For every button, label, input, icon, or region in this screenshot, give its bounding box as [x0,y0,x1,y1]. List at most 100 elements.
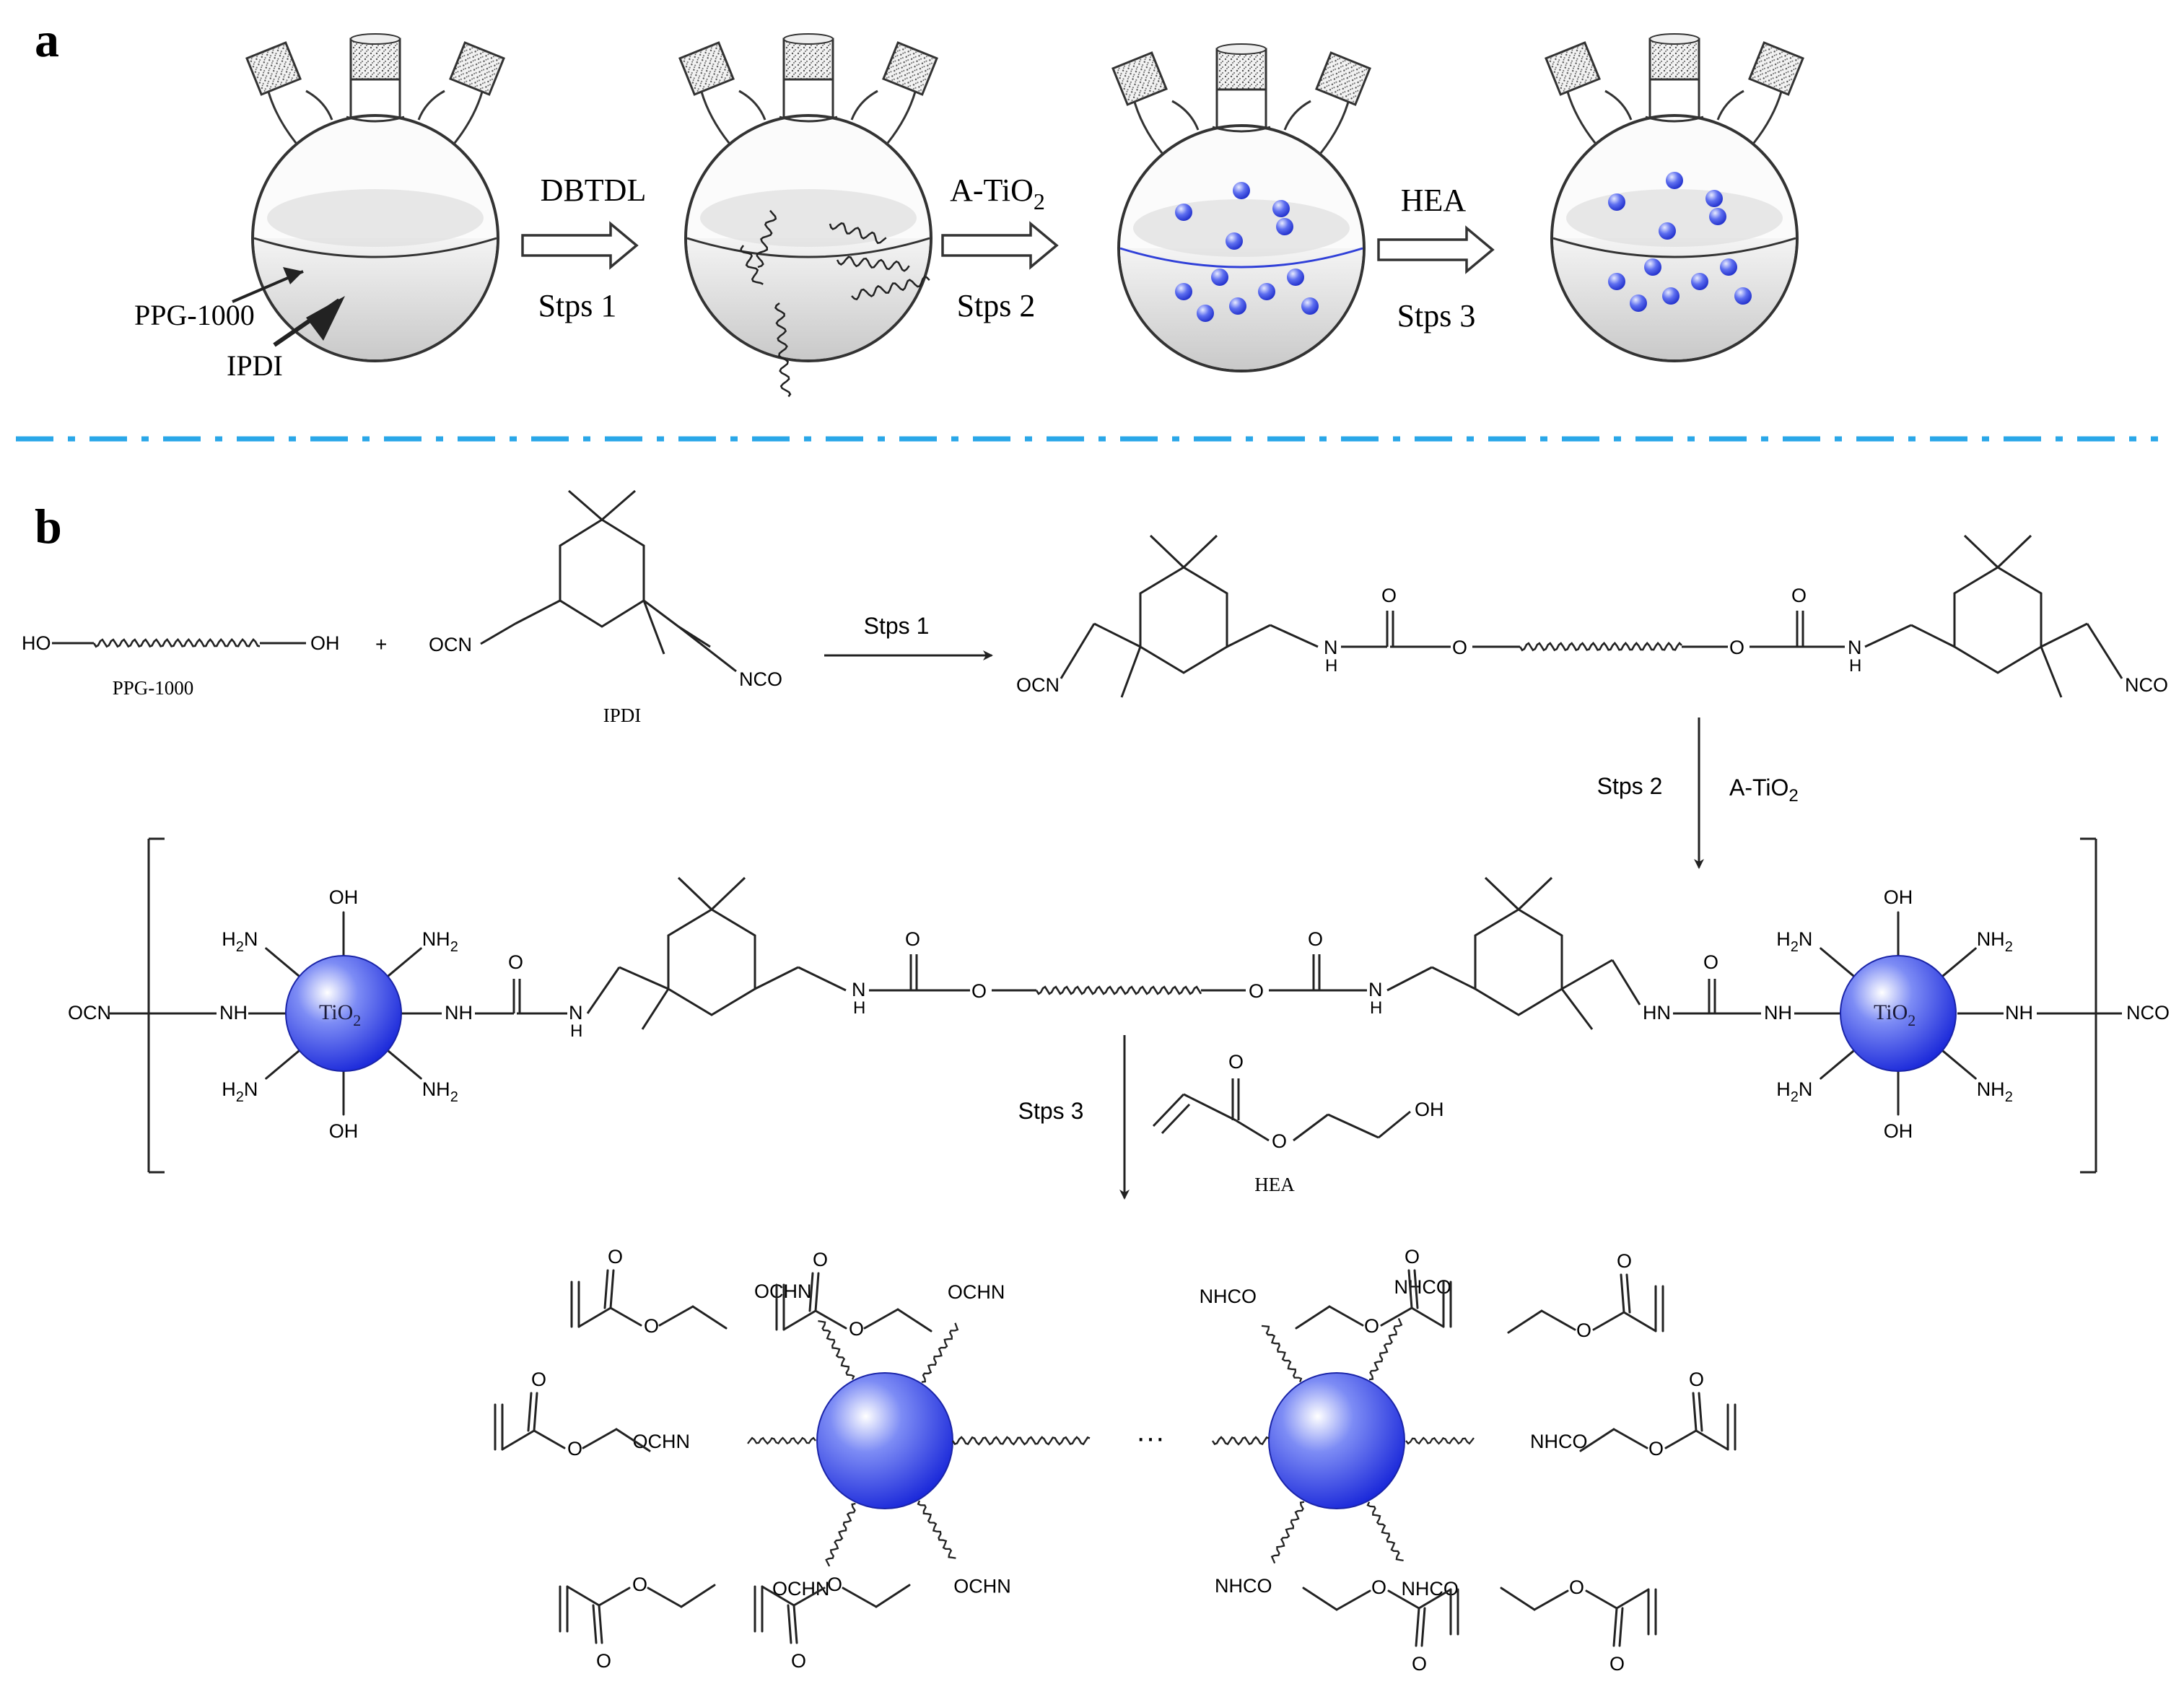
plus-sign: + [375,633,387,655]
acrylate-group: OO [1500,1576,1657,1675]
linkage-label: OCHN [633,1431,691,1452]
svg-text:O: O [1308,928,1323,950]
carbonyl-oxygen: O [596,1650,611,1672]
tio2-particle-dot [1276,218,1293,235]
ipdi-pointer-head [306,296,345,341]
flask-1 [245,33,505,362]
hollow-arrow-1 [521,221,639,270]
product-sphere-2 [1268,1372,1405,1509]
tio2-particle-dot [1258,283,1275,300]
tio2-particle-dot [1229,297,1246,315]
acrylate-group: OO [570,1246,728,1337]
acrylate-group: OO [1302,1576,1459,1675]
tio2-particle-dot [1734,287,1752,305]
tio2-particle-dot [1175,204,1192,221]
carbonyl-oxygen: O [1609,1653,1625,1675]
svg-text:O: O [508,951,523,973]
amine-label: H2N [222,1078,258,1105]
grafted-arm [1366,1501,1404,1562]
svg-text:NH: NH [1764,1002,1792,1024]
ipdi-structure: OCN NCO IPDI [429,489,782,726]
modified-tio2-sphere [1268,1372,1405,1509]
amine-label: NH2 [422,928,458,955]
step3-label: Stps 3 [1397,298,1476,333]
carbonyl-oxygen: O [813,1249,828,1270]
nco-prepolymer-structure: OCN N H O O O O N H NCO [1016,534,2168,698]
svg-text:H: H [1370,998,1382,1018]
svg-text:PPG-1000: PPG-1000 [113,677,194,699]
grafted-arm [825,1502,856,1567]
svg-text:OH: OH [1415,1099,1444,1120]
amine-label: H2N [1776,1078,1812,1105]
ester-oxygen: O [632,1574,647,1595]
chain-continuation-dots: ··· [1136,1422,1165,1454]
grafted-arm [917,1500,956,1559]
step2-label: Stps 2 [957,288,1036,323]
ester-oxygen: O [1371,1576,1386,1598]
acrylate-group: OO [775,1249,932,1340]
ester-oxygen: O [1569,1576,1584,1598]
panel-b-label: b [35,499,62,554]
grafted-arm [1368,1317,1403,1381]
svg-text:H: H [570,1021,582,1041]
tio2-particle-dot [1662,287,1680,305]
ppg-1000-structure: HO OH PPG-1000 [22,632,340,699]
tio2-particle-dot [1709,208,1726,225]
ester-oxygen: O [644,1315,659,1337]
linkage-label: NHCO [1401,1578,1459,1600]
modified-tio2-sphere [816,1372,953,1509]
acrylate-group: OO [754,1574,911,1672]
svg-text:NCO: NCO [2125,674,2168,696]
chain-left [951,1436,1091,1446]
grafted-arm [1270,1501,1305,1564]
ppg-pointer-label: PPG-1000 [134,299,255,331]
svg-text:OCN: OCN [68,1002,111,1024]
ppg-pointer-head [283,267,303,284]
grafted-arm [747,1436,816,1445]
hydroxyl-label: OH [329,886,359,908]
carbonyl-oxygen: O [791,1650,806,1672]
tio2-particle-dot [1175,283,1192,300]
carbonyl-oxygen: O [1405,1246,1420,1268]
acrylate-group: OO [559,1574,716,1672]
step3-scheme-label: Stps 3 [1018,1098,1084,1124]
ester-oxygen: O [1364,1315,1379,1337]
grafted-arm [921,1322,959,1383]
tio2-particle-dot [1301,297,1319,315]
grafted-arm [1405,1436,1475,1445]
ester-oxygen: O [849,1318,864,1340]
tio2-sphere-body [1840,955,1957,1072]
amine-label: H2N [1776,928,1812,955]
svg-text:H: H [1849,656,1861,676]
tio2-particle-dot [1720,258,1737,276]
acrylate-group: OO [494,1369,651,1460]
linkage-label: OCHN [948,1281,1005,1303]
carbonyl-oxygen: O [531,1369,546,1390]
tio2-particle-dot [1287,269,1304,286]
flask-4 [1545,33,1804,362]
panel-a-label: a [35,12,59,67]
step2-reagent: A-TiO2 [950,173,1045,214]
grafted-arm [818,1319,855,1380]
ester-oxygen: O [1648,1438,1664,1460]
svg-text:O: O [1228,1051,1244,1073]
tio2-particle-dot [1226,232,1243,250]
tio2-particle-dot [1705,190,1723,207]
hydroxyl-label: OH [1884,1120,1913,1142]
svg-text:O: O [1791,585,1807,606]
hollow-arrow-row [521,221,1495,274]
step1-scheme-label: Stps 1 [864,613,930,639]
tio2-sphere-body [285,955,402,1072]
hea-structure: O O OH HEA [1152,1051,1444,1195]
acrylate-group: OO [1295,1246,1452,1337]
ester-oxygen: O [827,1574,842,1595]
tio2-particle-dot [1272,200,1290,217]
svg-text:HO: HO [22,632,51,654]
svg-text:NCO: NCO [2126,1002,2170,1024]
carbonyl-oxygen: O [608,1246,623,1268]
step1-label: Stps 1 [538,288,617,323]
svg-text:O: O [1729,637,1744,658]
svg-text:HN: HN [1643,1002,1671,1024]
